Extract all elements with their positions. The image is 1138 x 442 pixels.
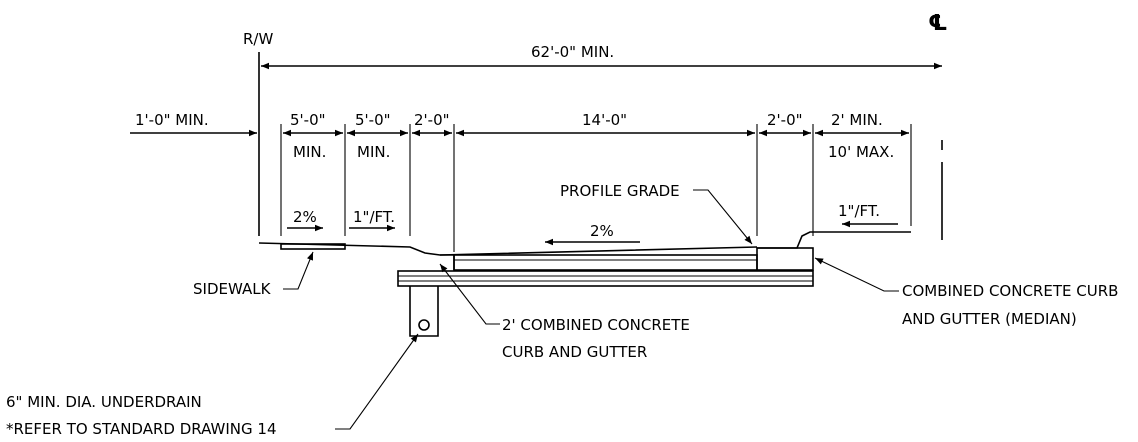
sidewalk-slab [280,243,346,250]
subbase-layer [397,270,814,287]
curb-gutter-leader [439,263,500,325]
total-width-label: 62'-0" MIN. [531,43,614,61]
left-offset-label: 1'-0" MIN. [135,111,209,129]
lane-slope-label: 2% [590,222,614,240]
underdrain-label-line1: 6" MIN. DIA. UNDERDRAIN [6,393,202,411]
profile-grade-label: PROFILE GRADE [560,182,680,200]
sidewalk-leader [283,251,314,290]
buffer-width-label: 5'-0" [355,111,391,129]
sidewalk-width-note: MIN. [293,143,326,161]
buffer-slope-label: 1"/FT. [353,208,395,226]
median-width-min-label: 2' MIN. [831,111,883,129]
centerline-symbol: ℄ [928,11,948,36]
sidewalk-width-label: 5'-0" [290,111,326,129]
curb-gutter-outline [440,254,455,270]
curb-gutter-label-line1: 2' COMBINED CONCRETE [502,316,690,334]
underdrain-label-line2: *REFER TO STANDARD DRAWING 14 [6,420,276,438]
median-curb-leader [814,257,899,292]
underdrain-leader [335,333,419,430]
lane-width-label: 14'-0" [582,111,627,129]
median-gutter-width-label: 2'-0" [767,111,803,129]
right-of-way-label: R/W [243,30,273,48]
median-curb-block [756,247,814,271]
median-curb-outline [757,231,911,249]
underdrain-trench [409,286,439,337]
ground-surface-line [258,242,758,256]
gutter-width-label: 2'-0" [414,111,450,129]
sidewalk-label: SIDEWALK [193,280,272,298]
buffer-width-note: MIN. [357,143,390,161]
median-curb-label-line2: AND GUTTER (MEDIAN) [902,310,1077,328]
median-curb-label-line1: COMBINED CONCRETE CURB [902,282,1118,300]
median-width-max-label: 10' MAX. [828,143,894,161]
underdrain-pipe [418,319,430,331]
median-slope-label: 1"/FT. [838,202,880,220]
pavement-section [453,254,758,271]
sidewalk-slope-label: 2% [293,208,317,226]
curb-gutter-label-line2: CURB AND GUTTER [502,343,647,361]
profile-grade-leader [693,189,753,245]
